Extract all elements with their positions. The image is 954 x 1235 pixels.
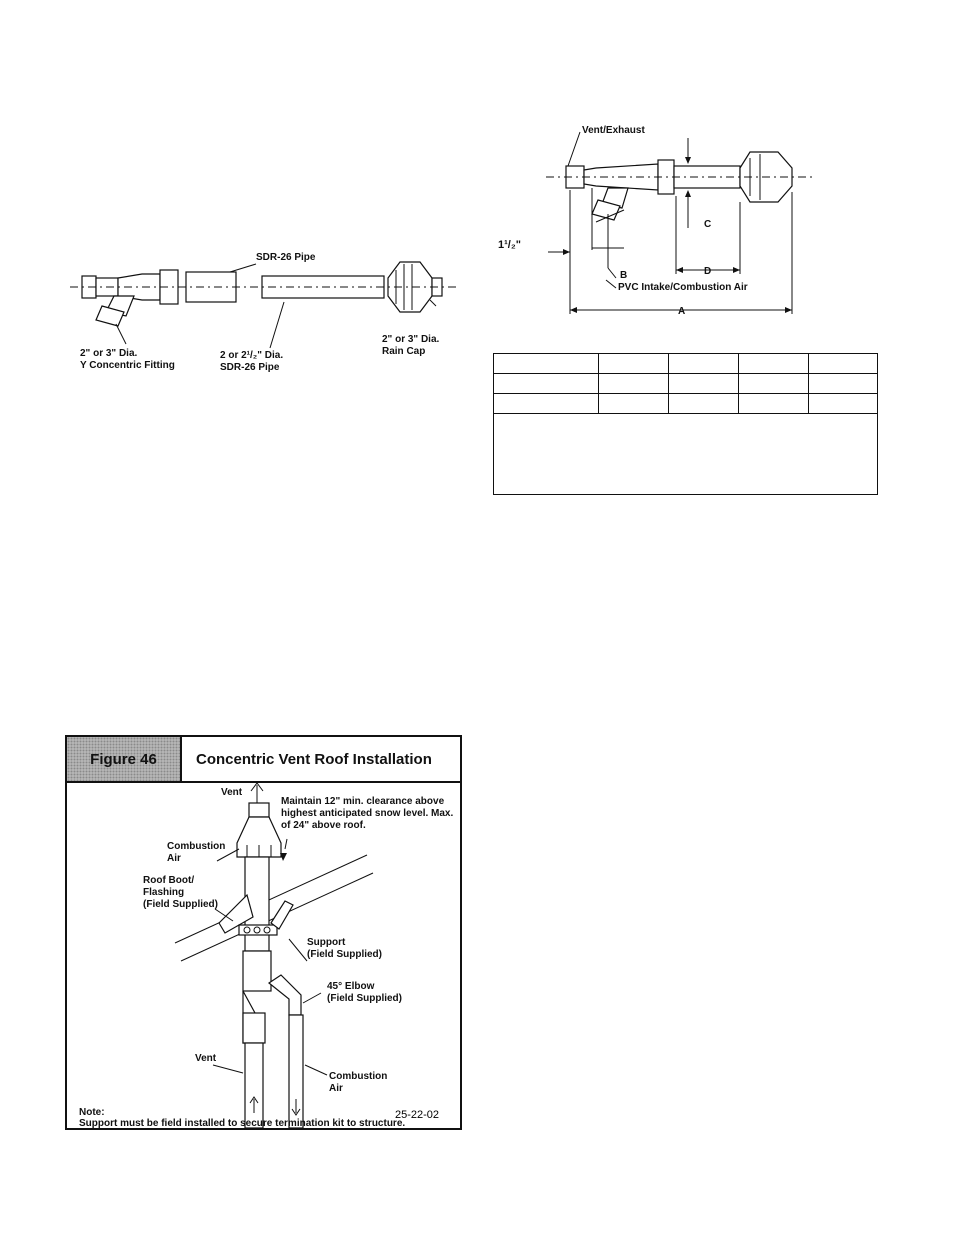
clearance-note-3: of 24" above roof. — [281, 820, 366, 831]
table-cell — [738, 393, 810, 414]
fitting-label-2: Y Concentric Fitting — [80, 360, 175, 371]
table-cell — [667, 373, 740, 394]
table-cell — [808, 353, 878, 374]
figure-46: Figure 46 Concentric Vent Roof Installat… — [65, 735, 462, 1130]
figure-header: Figure 46 Concentric Vent Roof Installat… — [67, 737, 460, 783]
dim-c-label: C — [704, 219, 711, 230]
rain-cap-label-2: Rain Cap — [382, 346, 425, 357]
rain-cap — [236, 802, 282, 858]
pipe2-label-1: 2 or 2¹/₂" Dia. — [220, 350, 283, 361]
figure-title: Concentric Vent Roof Installation — [196, 750, 432, 768]
table-cell — [738, 373, 810, 394]
dim-a-label: A — [678, 306, 685, 317]
note-text: Support must be field installed to secur… — [79, 1118, 405, 1128]
rain-cap-label-1: 2" or 3" Dia. — [382, 334, 440, 345]
table-cell — [597, 353, 669, 374]
table-cell — [493, 353, 599, 374]
table-cell — [738, 353, 810, 374]
dimension-table — [493, 353, 878, 414]
vent-bottom-label: Vent — [195, 1053, 217, 1064]
dim-b-label: B — [620, 270, 627, 281]
roof-boot — [218, 893, 254, 934]
combustion-bottom-label-1: Combustion — [329, 1071, 387, 1082]
table-cell — [597, 373, 669, 394]
y-concentric-fitting — [81, 269, 179, 327]
combustion-air-pipe — [288, 1014, 304, 1128]
note-label: Note: — [79, 1107, 105, 1118]
support-bracket — [270, 900, 294, 930]
sdr26-pipe-1 — [185, 271, 237, 303]
table-row — [493, 393, 878, 414]
table-note — [493, 414, 878, 495]
table-cell — [808, 393, 878, 414]
roof-boot-label-2: Flashing — [143, 887, 184, 898]
table-cell — [667, 353, 740, 374]
combustion-air-label-1: Combustion — [167, 841, 225, 852]
figure-number: Figure 46 — [67, 737, 182, 781]
clearance-note-1: Maintain 12" min. clearance above — [281, 796, 445, 807]
vent-exhaust-label: Vent/Exhaust — [582, 125, 645, 136]
table-row — [493, 353, 878, 374]
elbow-45 — [267, 974, 302, 1016]
table-cell — [597, 393, 669, 414]
support-label-1: Support — [307, 937, 346, 948]
combustion-air-label-2: Air — [167, 853, 181, 864]
vent-pipe — [244, 1042, 264, 1128]
table-cell — [493, 373, 599, 394]
table-row — [493, 373, 878, 394]
elbow-label-1: 45° Elbow — [327, 981, 375, 992]
clearance-note-2: highest anticipated snow level. Max. — [281, 808, 453, 819]
sdr26-pipe-label: SDR-26 Pipe — [256, 252, 316, 263]
roof-boot-label-1: Roof Boot/ — [143, 875, 194, 886]
roof-installation-diagram: Vent Maintain 12" min. clearance above h… — [79, 783, 453, 1128]
dim-d-label: D — [704, 266, 711, 277]
combustion-bottom-label-2: Air — [329, 1083, 343, 1094]
figure-code: 25-22-02 — [395, 1109, 439, 1121]
support-label-2: (Field Supplied) — [307, 949, 382, 960]
offset-label: 1¹/₂" — [498, 239, 521, 251]
pvc-intake-label: PVC Intake/Combustion Air — [618, 282, 748, 293]
pipe2-label-2: SDR-26 Pipe — [220, 362, 280, 373]
table-cell — [493, 393, 599, 414]
concentric-assembly — [565, 151, 793, 221]
elbow-label-2: (Field Supplied) — [327, 993, 402, 1004]
vent-kit-diagram: SDR-26 Pipe 2" or 3" Dia. Y Concentric F… — [70, 252, 460, 373]
fitting-label-1: 2" or 3" Dia. — [80, 348, 138, 359]
support-clamp — [238, 924, 278, 936]
table-cell — [808, 373, 878, 394]
table-cell — [667, 393, 740, 414]
dimension-diagram: Vent/Exhaust 1¹/₂" B C D A PVC Intake/Co… — [498, 125, 814, 317]
vent-top-label: Vent — [221, 787, 243, 798]
roof-boot-label-3: (Field Supplied) — [143, 899, 218, 910]
